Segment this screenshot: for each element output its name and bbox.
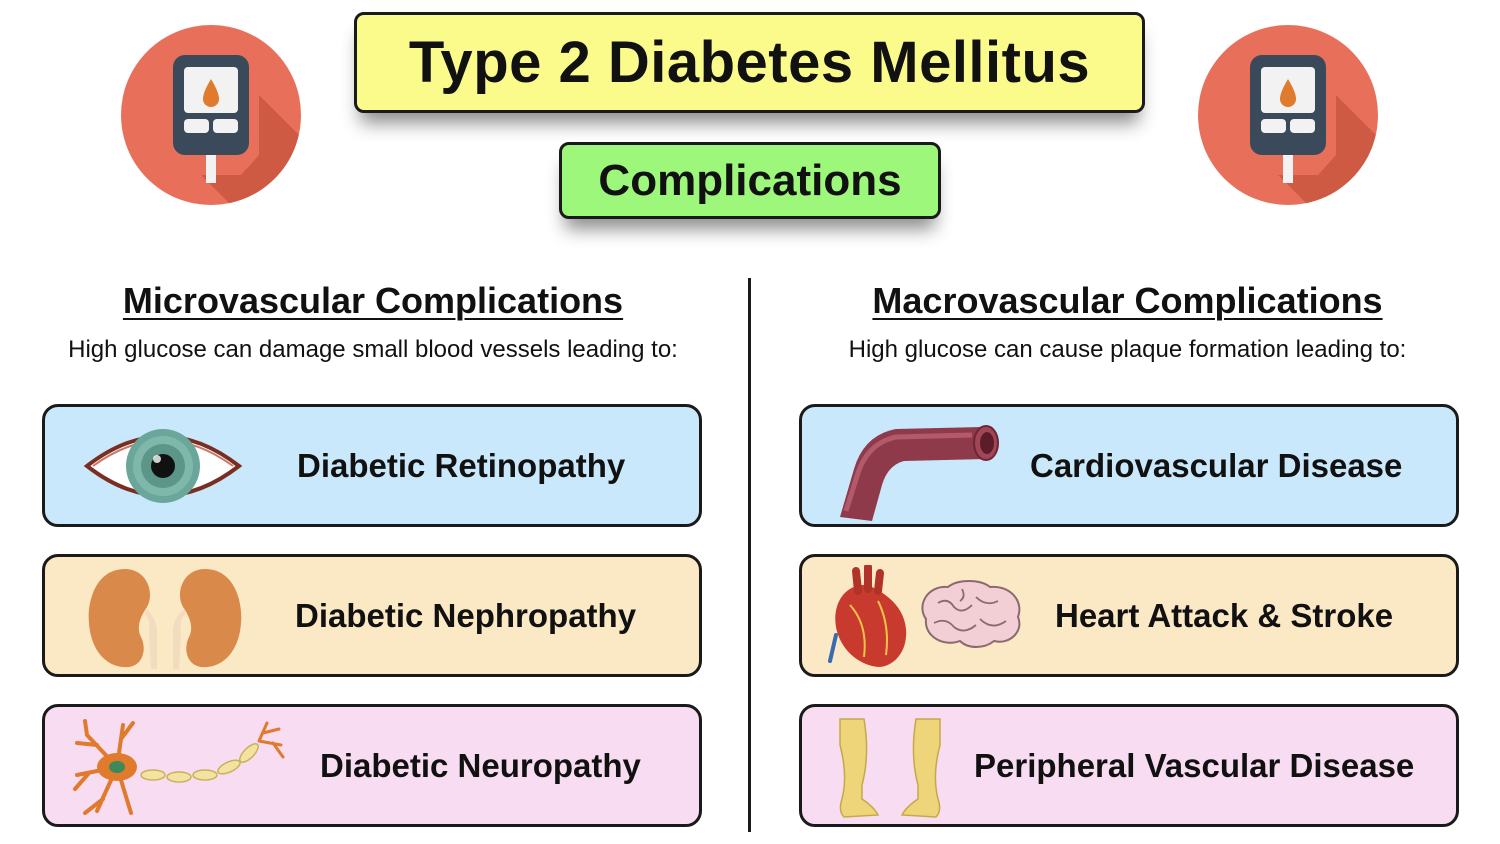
card-peripheral-vascular-disease: Peripheral Vascular Disease (799, 704, 1459, 827)
glucometer-icon-right (1198, 25, 1378, 205)
page-subtitle: Complications (598, 155, 902, 205)
card-label: Diabetic Nephropathy (295, 596, 637, 634)
card-cardiovascular-disease: Cardiovascular Disease (799, 404, 1459, 527)
page-title: Type 2 Diabetes Mellitus (408, 30, 1091, 95)
glucometer-icon-left (121, 25, 301, 205)
blood-vessel-icon (832, 413, 1004, 528)
card-label: Diabetic Retinopathy (297, 446, 626, 484)
macrovascular-heading: Macrovascular Complications (872, 280, 1383, 321)
title-banner: Type 2 Diabetes Mellitus (354, 12, 1145, 113)
column-divider (748, 278, 751, 832)
heart-icon (828, 563, 910, 674)
macrovascular-description: High glucose can cause plaque formation … (848, 336, 1407, 363)
card-diabetic-neuropathy: Diabetic Neuropathy (42, 704, 702, 827)
card-diabetic-nephropathy: Diabetic Nephropathy (42, 554, 702, 677)
kidneys-icon (85, 563, 245, 678)
card-heart-attack-stroke: Heart Attack & Stroke (799, 554, 1459, 677)
card-label: Heart Attack & Stroke (1055, 596, 1394, 634)
card-label: Peripheral Vascular Disease (974, 746, 1415, 784)
subtitle-banner: Complications (559, 142, 941, 219)
legs-icon (832, 715, 948, 828)
card-label: Cardiovascular Disease (1030, 446, 1403, 484)
card-label: Diabetic Neuropathy (320, 746, 641, 784)
eye-icon (83, 421, 243, 516)
microvascular-heading: Microvascular Complications (122, 280, 624, 321)
card-diabetic-retinopathy: Diabetic Retinopathy (42, 404, 702, 527)
brain-icon (914, 579, 1024, 656)
microvascular-description: High glucose can damage small blood vess… (68, 336, 678, 363)
neuron-icon (67, 715, 287, 824)
